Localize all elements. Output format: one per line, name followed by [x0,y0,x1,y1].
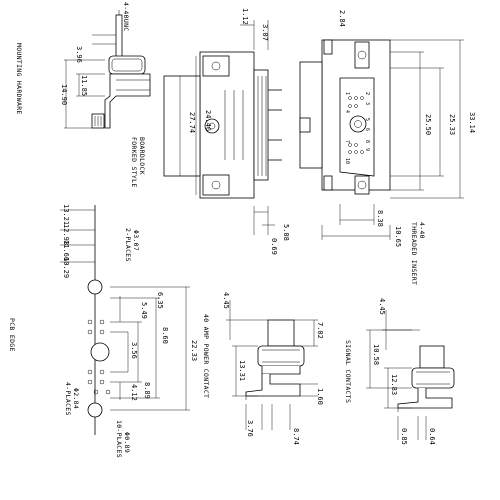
dim-25-33: 25.33 [448,114,456,135]
pin-number-10: 10 [344,158,350,164]
dim-12-83: 12.83 [390,374,398,395]
dim-27-74: 27.74 [188,112,196,133]
dim-24-46: 24.46 [204,110,212,131]
dim-1-12: 1.12 [241,8,249,25]
dim-11-85: 11.85 [80,75,88,96]
dim-4-12: 4.12 [130,384,138,401]
dim-0-85: 0.85 [400,428,408,445]
side-view-mounting [64,10,151,129]
pin-number-8: 8 [364,140,370,143]
dim-3-96: 3.96 [75,46,83,63]
label-phi-2-84: Φ2.84 [72,388,80,409]
dim-7-02: 7.02 [316,322,324,339]
power-contact-view [226,300,318,430]
signal-contact-view [366,310,455,440]
pin-number-9: 9 [364,148,370,151]
front-view-flange [163,20,282,235]
dim-0-64: 0.64 [428,428,436,445]
dim-10-58: 10.58 [372,344,380,365]
pin-number-7: 7 [344,140,350,143]
label-four-40: 4-40 [418,222,426,239]
label-power-contact: 40 AMP POWER CONTACT [202,314,210,398]
label-forked-style: FORKED STYLE [130,137,138,188]
dim-5-49: 5.49 [140,302,148,319]
dim-25-50: 25.50 [424,114,432,135]
dim-13-21: 13.21 [62,204,70,225]
label-mounting-hardware: MOUNTING HARDWARE [15,43,23,115]
pin-number-4: 4 [344,110,350,113]
connector-face-view [299,39,464,240]
dim-8-38: 8.38 [376,210,384,227]
dim-10-29: 10.29 [62,257,70,278]
dim-3-76: 3.76 [246,420,254,437]
pin-number-3: 3 [364,102,370,105]
label-signal-contacts: SIGNAL CONTACTS [344,340,352,403]
dim-13-31: 13.31 [238,360,246,381]
dim-6-35: 6.35 [156,292,164,309]
label-four-40-unc: 4-40UNC [122,2,130,32]
dim-11-66: 11.66 [62,240,70,261]
label-four-places: 4-PLACES [64,382,72,416]
dim-3-07: 3.07 [261,24,269,41]
pin-number-2: 2 [364,92,370,95]
pin-number-6: 6 [364,128,370,131]
label-phi-3-07: Φ3.07 [132,230,140,251]
label-pcb-edge: PCB EDGE [8,318,16,352]
dim-0-69: 0.69 [270,238,278,255]
dim-12-98: 12.98 [62,224,70,245]
label-boardlock: BOARDLOCK [138,137,146,175]
dim-3-56: 3.56 [130,342,138,359]
dim-8-89: 8.89 [143,382,151,399]
dim-5-08: 5.08 [282,224,290,241]
dim-1-60: 1.60 [316,388,324,405]
pin-numbers: 1 2 3 4 5 6 7 8 9 10 [344,92,370,164]
label-threaded-insert: THREADED INSERT [410,222,418,285]
dim-22-33: 22.33 [190,340,198,361]
pin-number-1: 1 [344,92,350,95]
dim-4-45: 4.45 [222,292,230,309]
pcb-layout [60,205,190,435]
dim-33-14: 33.14 [468,112,476,133]
label-ten-places: 10-PLACES [115,420,123,458]
dim-10-65: 10.65 [394,226,402,247]
pin-number-5: 5 [364,118,370,121]
dim-8-74: 8.74 [292,428,300,445]
dim-2-84: 2.84 [338,10,346,27]
label-phi-0-89: Φ0.89 [123,432,131,453]
dim-14-90: 14.90 [60,84,68,105]
dim-8-60: 8.60 [161,327,169,344]
dim-4-45b: 4.45 [378,298,386,315]
label-two-places: 2-PLACES [124,228,132,262]
